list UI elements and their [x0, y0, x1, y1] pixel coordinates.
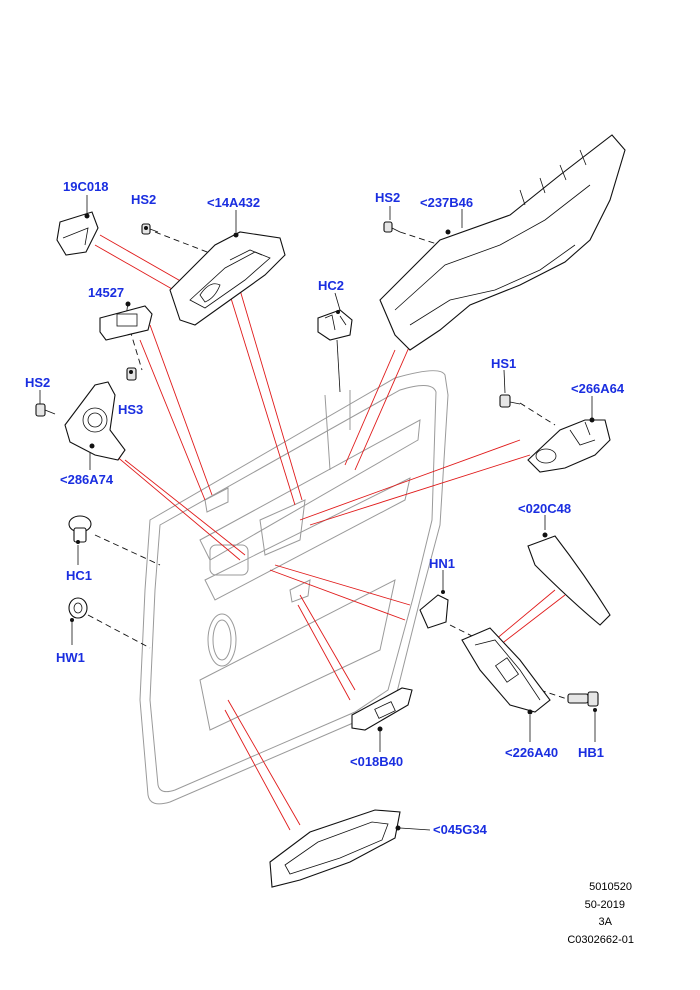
- label-hw1: HW1: [56, 650, 85, 665]
- label-19c018: 19C018: [63, 179, 109, 194]
- part-hc1-clip: [68, 515, 92, 544]
- label-hs2-b: HS2: [375, 190, 400, 205]
- part-hb1-bolt: [567, 691, 599, 712]
- label-hb1: HB1: [578, 745, 604, 760]
- label-hs3: HS3: [118, 402, 143, 417]
- part-14527-switch: [99, 301, 153, 341]
- door-trim-panel: [139, 370, 449, 805]
- label-14527: 14527: [88, 285, 124, 300]
- reference-code: C0302662-01: [567, 934, 634, 946]
- label-286a74: <286A74: [60, 472, 114, 487]
- reference-revision: 3A: [599, 916, 613, 928]
- part-hc2-clip: [317, 309, 353, 341]
- part-045g34-pocket-trim: [269, 809, 401, 888]
- label-018b40: <018B40: [350, 754, 403, 769]
- part-266a64-release-mechanism: [527, 417, 611, 473]
- label-020c48: <020C48: [518, 501, 571, 516]
- part-19c018: [56, 211, 99, 256]
- part-hs3-screw: [126, 367, 137, 381]
- part-labels: 19C018 HS2 <14A432 HS2 <237B46 14527 HC2…: [25, 179, 625, 837]
- label-14a432: <14A432: [207, 195, 260, 210]
- label-226a40: <226A40: [505, 745, 558, 760]
- label-hc1: HC1: [66, 568, 92, 583]
- reference-number: 5010520: [589, 881, 632, 893]
- label-237b46: <237B46: [420, 195, 473, 210]
- drawing-reference-block: 5010520 50-2019 3A C0302662-01: [567, 881, 634, 946]
- part-020c48-trim-strip: [527, 532, 611, 626]
- reference-date: 50-2019: [585, 899, 625, 911]
- label-045g34: <045G34: [433, 822, 488, 837]
- part-226a40-pull-handle: [461, 627, 551, 715]
- part-hn1-nut: [419, 590, 449, 629]
- label-hn1: HN1: [429, 556, 455, 571]
- label-hs2-a: HS2: [131, 192, 156, 207]
- part-hs2-screw-a: [141, 223, 159, 235]
- label-hs2-c: HS2: [25, 375, 50, 390]
- part-018b40-switch-bezel: [351, 687, 413, 732]
- part-hs1-screw: [499, 394, 521, 408]
- part-14a432-handle-housing: [169, 231, 286, 326]
- part-237b46-armrest-trim: [379, 134, 626, 351]
- label-266a64: <266A64: [571, 381, 625, 396]
- part-hs2-screw-b: [383, 221, 401, 233]
- part-286a74-bracket: [64, 381, 126, 461]
- label-hs1: HS1: [491, 356, 516, 371]
- part-hs2-screw-c: [35, 403, 56, 417]
- label-hc2: HC2: [318, 278, 344, 293]
- leader-lines: [94, 234, 566, 831]
- assembly-lines: [39, 195, 596, 831]
- part-hw1-washer: [68, 597, 88, 622]
